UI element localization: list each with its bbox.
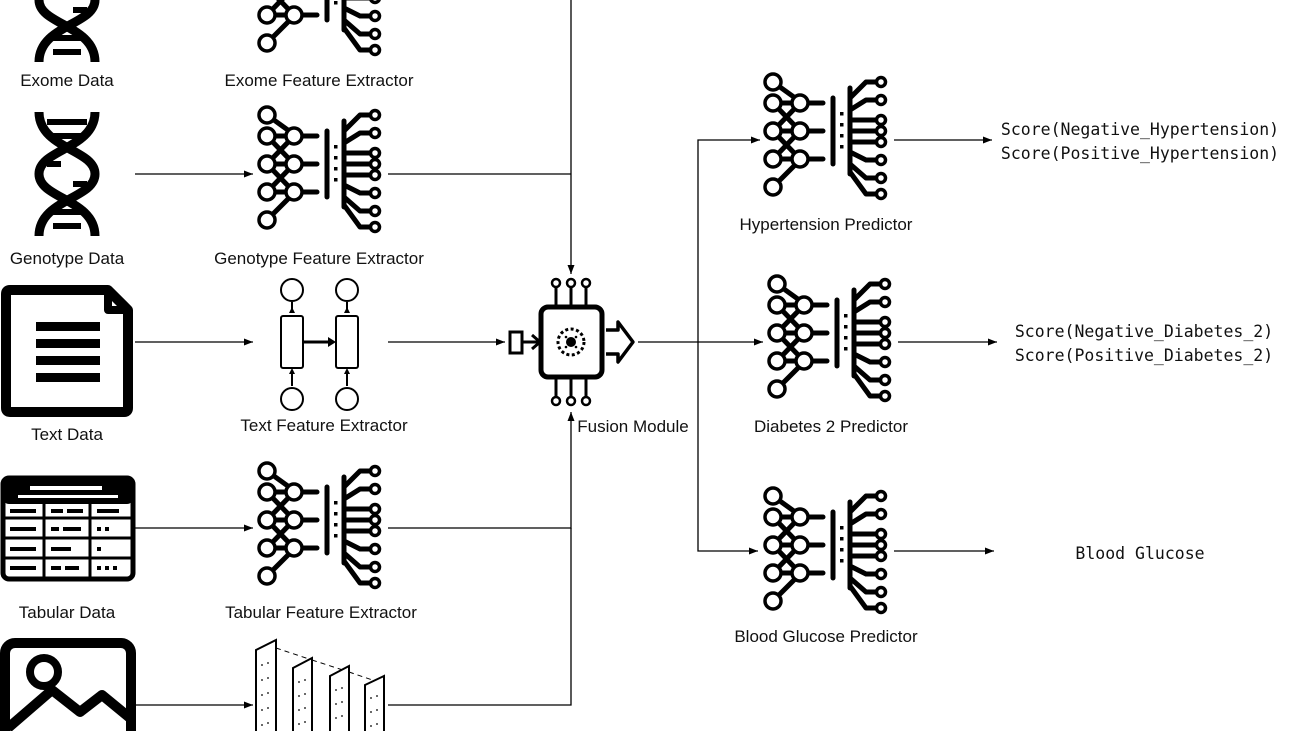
exome-extractor-neural-network-icon: [259, 0, 380, 55]
text-extractor-label: Text Feature Extractor: [240, 416, 408, 435]
connectors: [135, 0, 997, 709]
genotype-extractor-neural-network-icon: [259, 107, 380, 232]
hypertension-predictor-label: Hypertension Predictor: [740, 215, 913, 234]
recurrent-network-icon: [280, 278, 359, 411]
tabular-extractor-neural-network-icon: [259, 463, 380, 588]
line-image-extractor-to-fusion: [388, 528, 572, 706]
exome-data-label: Exome Data: [20, 71, 114, 90]
genotype-extractor-label: Genotype Feature Extractor: [214, 249, 424, 268]
tabular-extractor-label: Tabular Feature Extractor: [225, 603, 417, 622]
glucose-predictor-label: Blood Glucose Predictor: [734, 627, 918, 646]
blood-glucose-output: Blood Glucose: [1075, 544, 1204, 563]
tabular-data-label: Tabular Data: [19, 603, 116, 622]
hypertension-negative-score: Score(Negative_Hypertension): [1001, 120, 1279, 139]
diabetes-predictor-neural-network-icon: [769, 276, 890, 401]
exome-extractor-label: Exome Feature Extractor: [225, 71, 414, 90]
genotype-data-label: Genotype Data: [10, 249, 125, 268]
glucose-predictor-neural-network-icon: [765, 488, 886, 613]
line-to-glucose-predictor: [697, 342, 758, 555]
hypertension-positive-score: Score(Positive_Hypertension): [1001, 144, 1279, 163]
fusion-module-label: Fusion Module: [577, 417, 689, 436]
line-tabular-extractor-to-fusion: [388, 412, 575, 529]
exome-dna-icon: [39, 0, 95, 62]
diabetes-predictor-label: Diabetes 2 Predictor: [754, 417, 908, 436]
diabetes-negative-score: Score(Negative_Diabetes_2): [1015, 322, 1273, 341]
text-data-label: Text Data: [31, 425, 103, 444]
document-icon: [1, 285, 133, 417]
convolutional-layers-icon: [255, 638, 385, 731]
genotype-dna-icon: [39, 112, 95, 236]
table-icon: [0, 475, 136, 582]
image-icon: [0, 638, 136, 731]
diabetes-positive-score: Score(Positive_Diabetes_2): [1015, 346, 1273, 365]
hypertension-predictor-neural-network-icon: [765, 74, 886, 199]
line-to-hypertension-predictor: [697, 136, 760, 342]
processor-chip-icon: [508, 277, 635, 407]
